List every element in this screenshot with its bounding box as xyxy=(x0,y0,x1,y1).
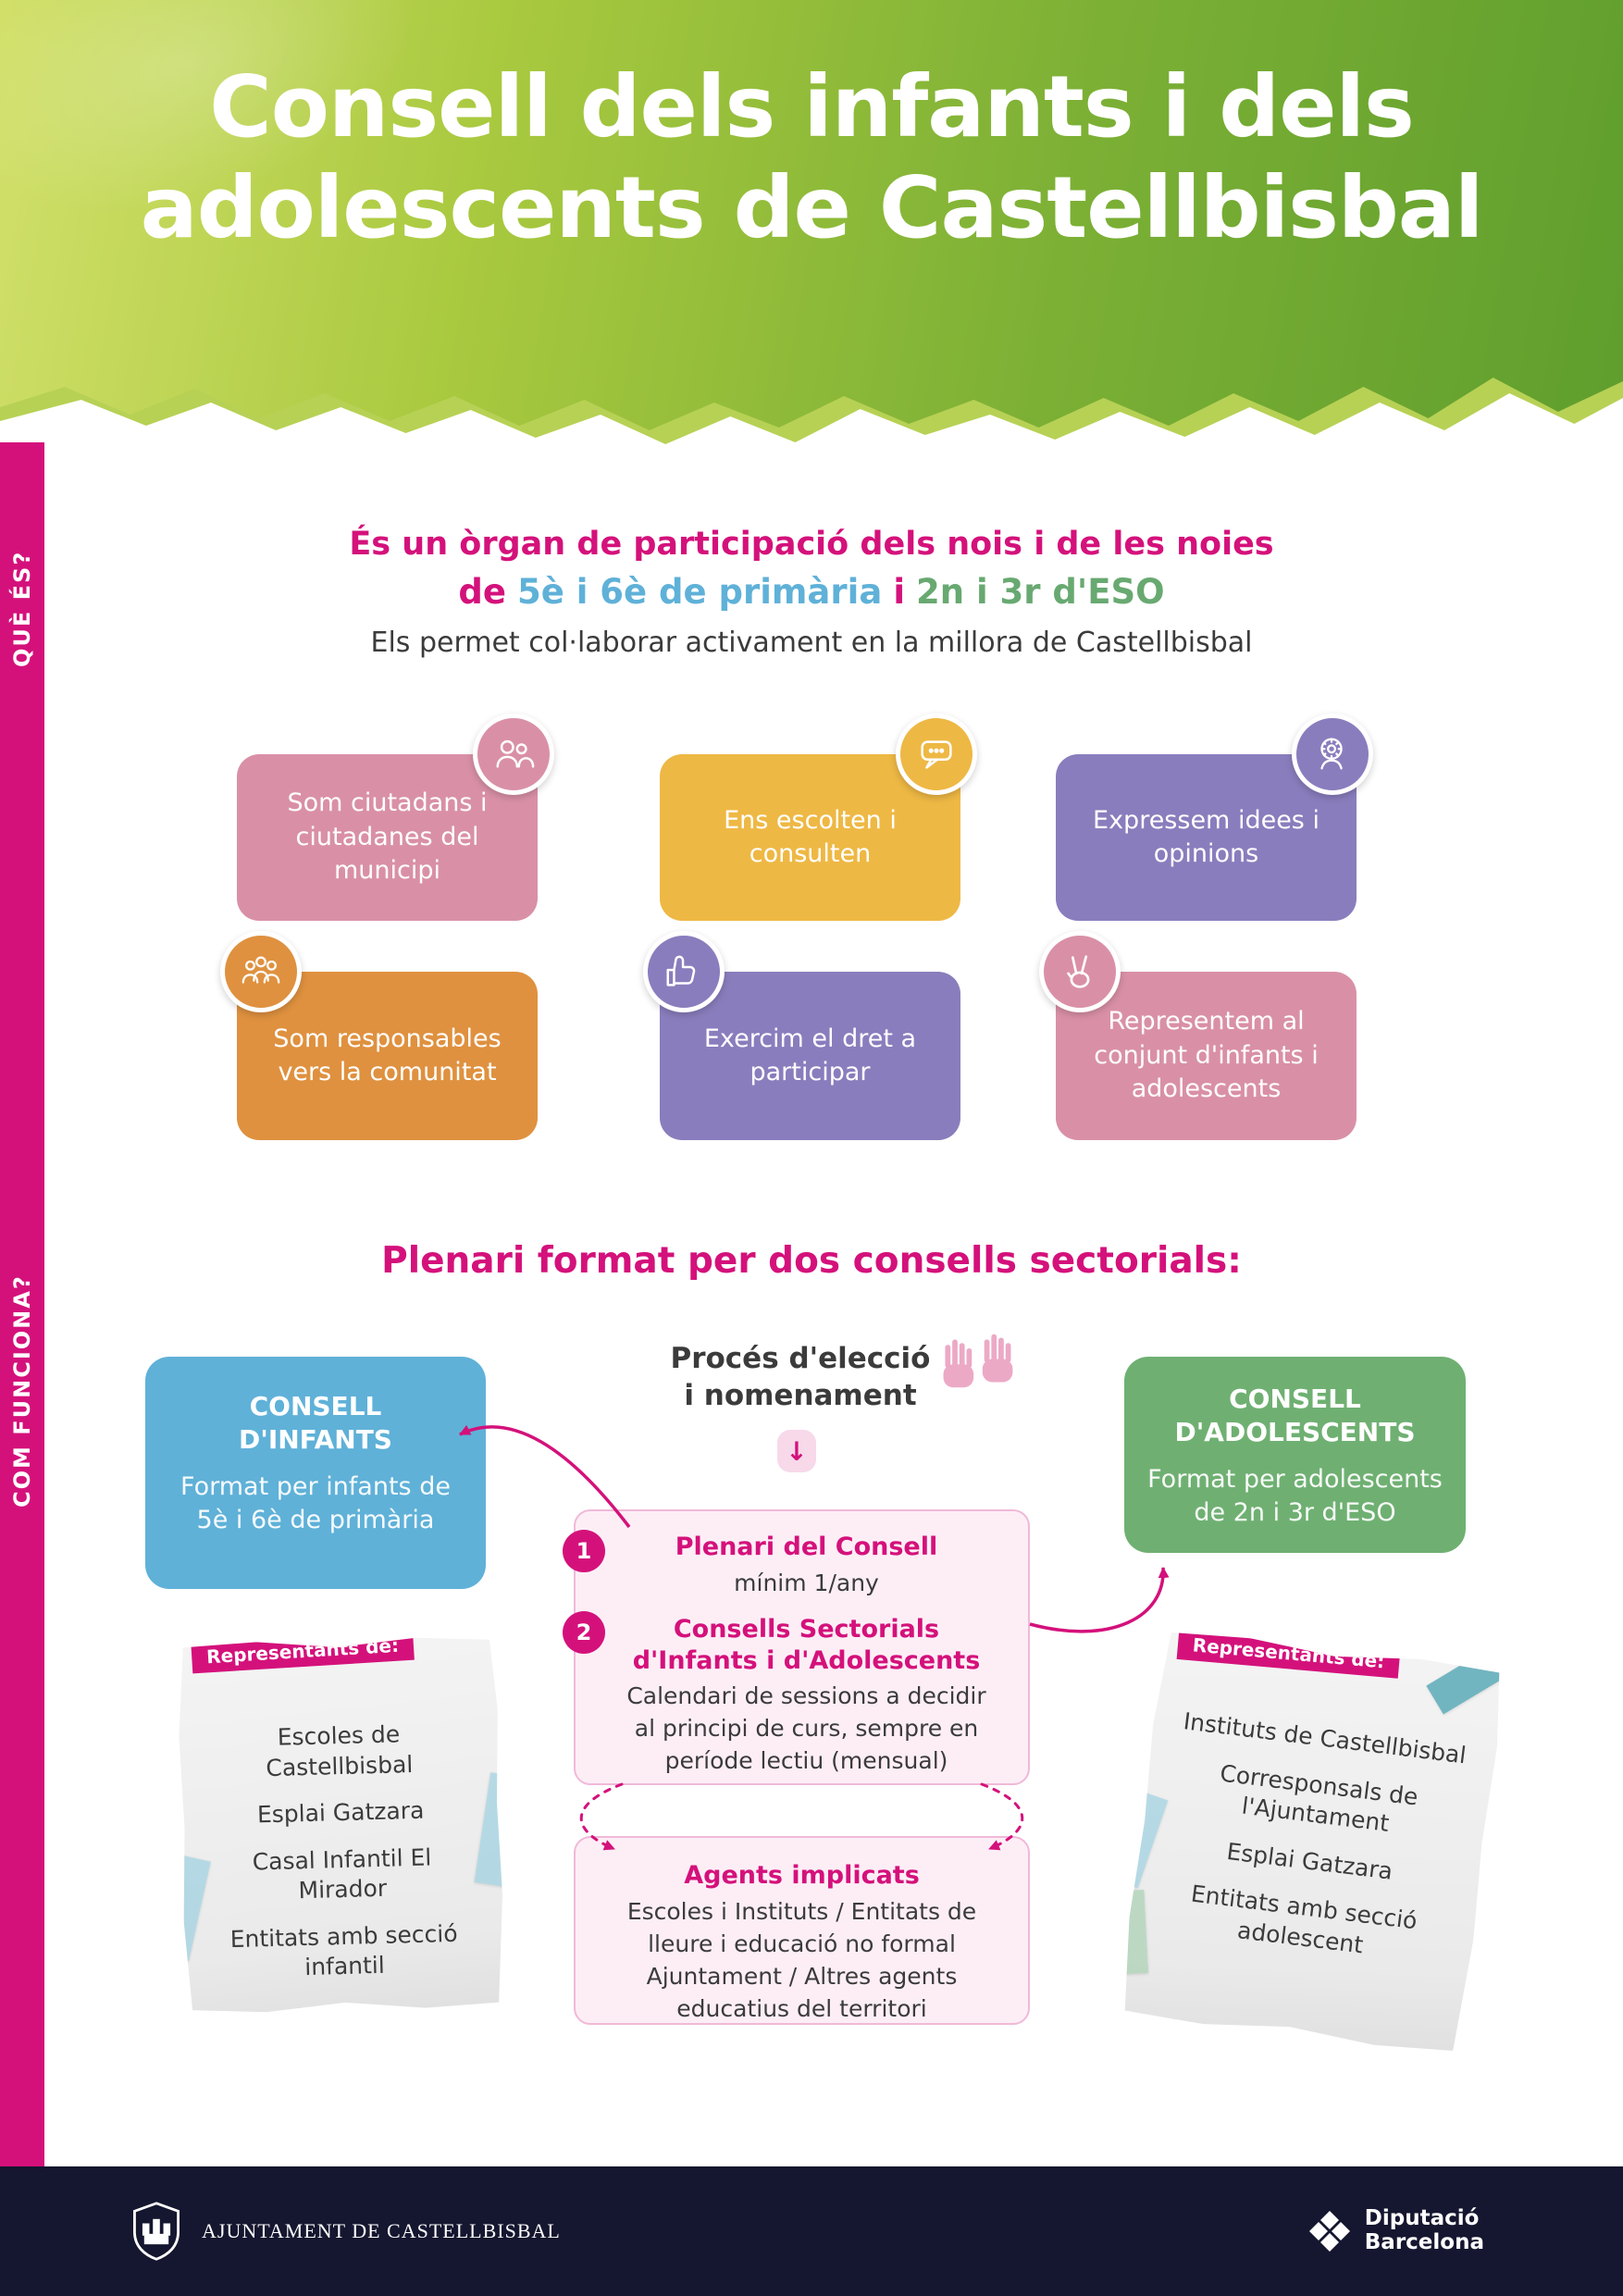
down-arrow-icon: ↓ xyxy=(777,1430,816,1472)
ideas-icon xyxy=(1292,714,1373,795)
card-label: Ens escolten i consulten xyxy=(724,805,897,868)
step-2-body: Calendari de sessions a decidir al princ… xyxy=(626,1682,986,1775)
castellbisbal-crest-icon xyxy=(130,2201,183,2262)
card-idees: Expressem idees i opinions xyxy=(1056,714,1373,921)
list-item: Esplai Gatzara xyxy=(256,1796,425,1829)
card-label: Som ciutadans i ciutadanes del municipi xyxy=(287,788,488,886)
peace-hand-icon xyxy=(1039,931,1121,1012)
consell-infants-title-line2: D'INFANTS xyxy=(239,1424,392,1456)
intro-line2-prefix: de xyxy=(458,572,506,612)
community-icon xyxy=(220,931,302,1012)
process-label-line1: Procés d'elecció xyxy=(670,1342,931,1375)
list-item: Entitats amb secció adolescent xyxy=(1189,1880,1419,1958)
tape-icon xyxy=(1112,1890,1148,1975)
page-title: Consell dels infants i dels adolescents … xyxy=(0,57,1623,258)
diputacio-logo-block: Diputació Barcelona xyxy=(1307,2206,1484,2255)
card-label: Som responsables vers la comunitat xyxy=(273,1024,502,1086)
consell-adolescents-title-line1: CONSELL xyxy=(1229,1384,1361,1414)
thumbs-up-icon xyxy=(643,931,725,1012)
card-ciutadans: Som ciutadans i ciutadanes del municipi xyxy=(237,714,554,921)
intro-primaria-text: 5è i 6è de primària xyxy=(517,572,883,612)
speech-bubble-icon xyxy=(896,714,977,795)
list-item: Casal Infantil El Mirador xyxy=(252,1843,432,1905)
consell-adolescents-title-line2: D'ADOLESCENTS xyxy=(1174,1417,1416,1448)
process-label-line2: i nomenament xyxy=(684,1379,917,1413)
agents-box: Agents implicats Escoles i Instituts / E… xyxy=(574,1836,1030,2025)
adolescents-representatives-note: Representants de: Instituts de Castellbi… xyxy=(1118,1628,1506,2055)
step-1-number: 1 xyxy=(563,1530,605,1572)
consell-infants-body: Format per infants de 5è i 6è de primàri… xyxy=(180,1471,451,1535)
intro-line2-connector: i xyxy=(893,572,905,612)
infants-representatives-note: Representants de: Escoles de Castellbisb… xyxy=(177,1636,505,2015)
intro-line2: de 5è i 6è de primària i 2n i 3r d'ESO xyxy=(44,572,1579,612)
list-item: Entitats amb secció infantil xyxy=(229,1919,458,1981)
intro-eso-text: 2n i 3r d'ESO xyxy=(916,572,1165,612)
sidebar-label-que-es: QUÈ ÉS? xyxy=(9,550,35,668)
step-2-title: Consells Sectorials d'Infants i d'Adoles… xyxy=(632,1614,981,1675)
page-title-line1: Consell dels infants i dels xyxy=(209,57,1415,156)
intro-block: És un òrgan de participació dels nois i … xyxy=(44,526,1579,659)
step-1-body: mínim 1/any xyxy=(734,1569,879,1596)
card-participar: Exercim el dret a participar xyxy=(643,931,960,1140)
diputacio-label: Diputació Barcelona xyxy=(1364,2206,1484,2254)
process-label: Procés d'elecció i nomenament xyxy=(648,1340,953,1415)
card-representem: Representem al conjunt d'infants i adole… xyxy=(1039,931,1357,1140)
card-escolten: Ens escolten i consulten xyxy=(660,714,977,921)
card-label: Representem al conjunt d'infants i adole… xyxy=(1094,1007,1319,1104)
agents-body: Escoles i Instituts / Entitats de lleure… xyxy=(626,1897,977,2022)
diputacio-logo-icon xyxy=(1307,2209,1352,2253)
intro-line3: Els permet col·laborar activament en la … xyxy=(370,627,1253,659)
consell-infants-title-line1: CONSELL xyxy=(249,1391,382,1421)
raised-hands-icon xyxy=(933,1325,1022,1414)
card-label: Exercim el dret a participar xyxy=(703,1024,917,1086)
arrow-to-adolescents xyxy=(1029,1567,1170,1633)
citizens-icon xyxy=(473,714,554,795)
intro-line1: És un òrgan de participació dels nois i … xyxy=(349,526,1274,563)
ajuntament-label: AJUNTAMENT DE CASTELLBISBAL xyxy=(202,2219,561,2242)
consell-infants-box: CONSELL D'INFANTS Format per infants de … xyxy=(145,1357,486,1589)
consell-adolescents-body: Format per adolescents de 2n i 3r d'ESO xyxy=(1147,1464,1443,1528)
footer-bar: AJUNTAMENT DE CASTELLBISBAL Diputació Ba… xyxy=(0,2166,1623,2296)
consell-adolescents-box: CONSELL D'ADOLESCENTS Format per adolesc… xyxy=(1124,1357,1466,1553)
step-2-number: 2 xyxy=(563,1611,605,1654)
list-item: Escoles de Castellbisbal xyxy=(266,1720,414,1781)
page-title-line2: adolescents de Castellbisbal xyxy=(140,157,1484,257)
agents-title: Agents implicats xyxy=(684,1861,920,1890)
section2-heading: Plenari format per dos consells sectoria… xyxy=(381,1240,1242,1282)
card-label: Expressem idees i opinions xyxy=(1093,805,1319,868)
section-sidebar: QUÈ ÉS? COM FUNCIONA? xyxy=(0,442,44,2166)
ajuntament-logo-block: AJUNTAMENT DE CASTELLBISBAL xyxy=(130,2201,561,2262)
sidebar-label-com-funciona: COM FUNCIONA? xyxy=(9,1274,35,1508)
step-1-title: Plenari del Consell xyxy=(675,1533,938,1561)
process-box: 1 2 Plenari del Consell mínim 1/any Cons… xyxy=(563,1509,1030,1785)
header-banner: Consell dels infants i dels adolescents … xyxy=(0,0,1623,430)
card-responsables: Som responsables vers la comunitat xyxy=(220,931,538,1140)
